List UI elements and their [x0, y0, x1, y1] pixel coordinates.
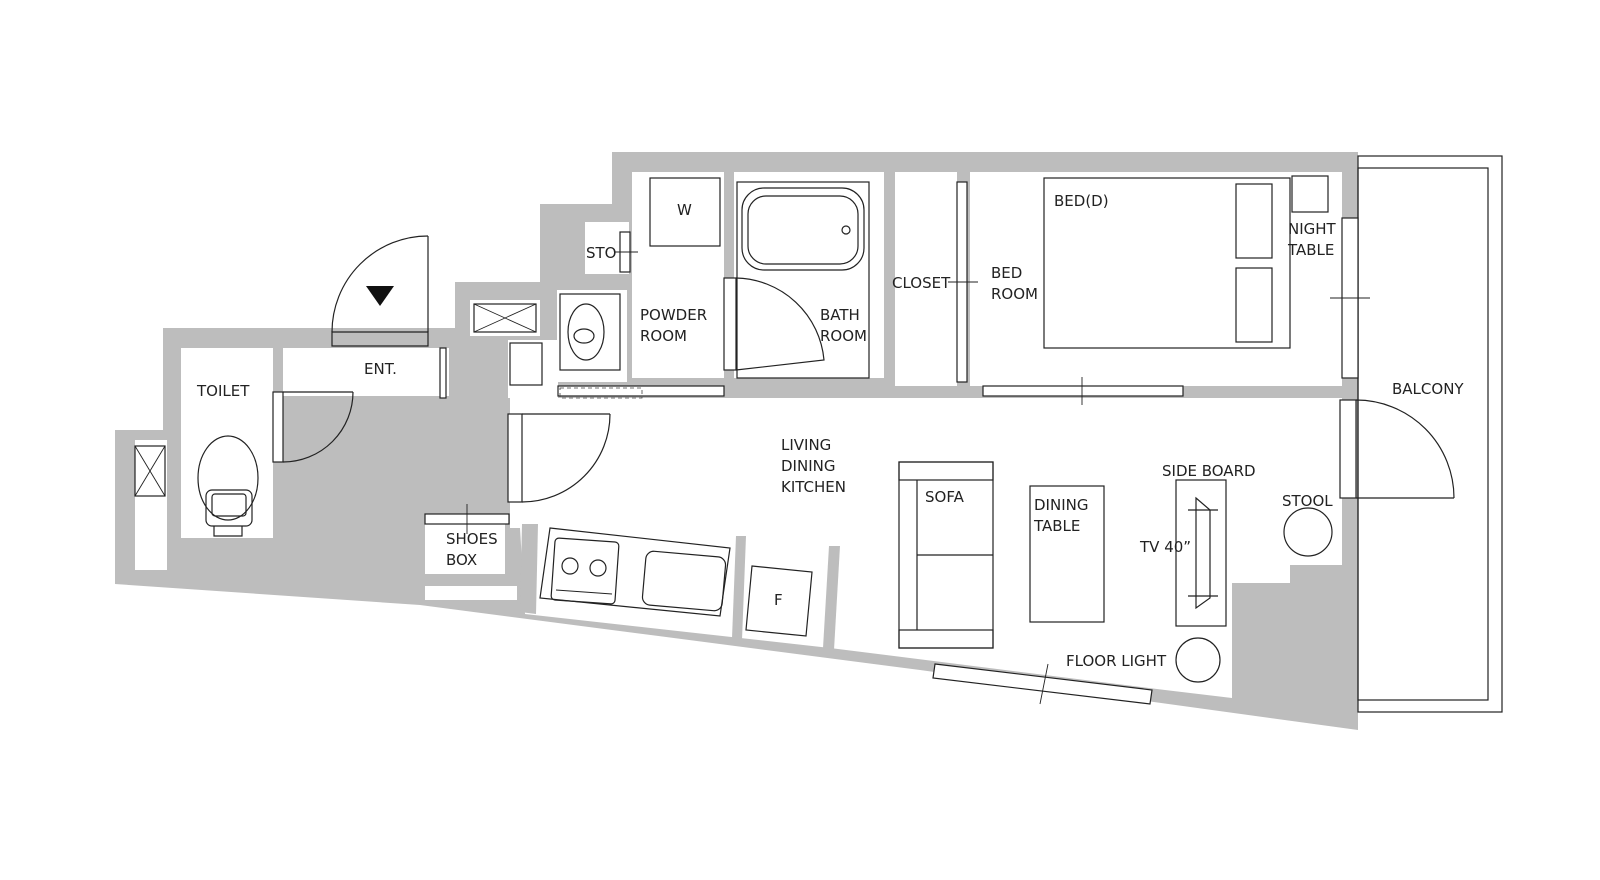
balcony-door-arc: [1355, 399, 1455, 499]
bath-door-leaf: [723, 277, 737, 371]
bath-room-label-2: ROOM: [820, 327, 867, 345]
small-box: [509, 342, 543, 386]
toilet-door-leaf: [272, 391, 284, 463]
dining-table-box: [1029, 485, 1105, 623]
washer-box: [649, 177, 721, 247]
night-table-label-1: NIGHT: [1288, 220, 1337, 238]
sink-area: [557, 290, 627, 382]
shoes-box-label-1: SHOES: [446, 530, 498, 548]
bathtub-icon: [741, 187, 865, 271]
kitchen-sink-icon: [641, 550, 727, 612]
openings: [272, 181, 1455, 705]
toilet-side-area: [135, 440, 167, 570]
kitchen-counter: [539, 527, 731, 617]
powder-room-label-1: POWDER: [640, 306, 707, 324]
pillow-bottom: [1235, 267, 1273, 343]
bath-room-label-1: BATH: [820, 306, 860, 324]
kitchen-wall-mid: [732, 536, 746, 640]
bed-label: BED(D): [1054, 192, 1109, 210]
stool-icon: [1283, 507, 1333, 557]
bed-room-label-2: ROOM: [991, 285, 1038, 303]
entrance-door-arc: [331, 235, 429, 333]
toilet-label: TOILET: [196, 382, 250, 400]
bed-room-label-1: BED: [991, 264, 1022, 282]
toilet-area: [181, 348, 273, 538]
entrance-area: [283, 348, 449, 396]
shoes-strip: [425, 586, 517, 600]
living-door-leaf: [507, 413, 523, 503]
sink-basin-icon: [567, 303, 605, 361]
stool-label: STOOL: [1282, 492, 1333, 510]
balcony: [1357, 155, 1503, 713]
living-label-3: KITCHEN: [781, 478, 846, 496]
powder-room-area: [632, 172, 724, 378]
dining-table-label-1: DINING: [1034, 496, 1088, 514]
vent-box-left: [134, 445, 166, 497]
toilet-bowl-icon: [197, 435, 259, 521]
kitchen-wall-left: [520, 524, 538, 614]
bathtub-enclosure: [736, 181, 870, 379]
tv-label: TV 40”: [1139, 538, 1191, 556]
toilet-door-arc: [282, 391, 354, 463]
labels: TOILET ENT. STO W POWDER ROOM BATH ROOM …: [196, 192, 1464, 670]
fridge-label: F: [774, 591, 783, 609]
powder-room-label-2: ROOM: [640, 327, 687, 345]
living-label-1: LIVING: [781, 436, 831, 454]
hall-area: [508, 340, 558, 398]
balcony-inner: [1357, 167, 1489, 701]
vent-box-ent: [473, 303, 537, 333]
entrance-arrow-icon: [366, 286, 394, 306]
living-door-arc: [521, 413, 611, 503]
entrance-label: ENT.: [364, 360, 397, 378]
bedroom-sliding-door: [982, 385, 1184, 397]
powder-sliding-door: [557, 385, 725, 397]
night-table-box: [1291, 175, 1329, 213]
kitchen-wall-right: [823, 546, 840, 650]
bath-door-arc: [735, 277, 825, 371]
living-label-2: DINING: [781, 457, 835, 475]
bedroom-area: [970, 172, 1342, 386]
fixtures: [134, 175, 1333, 683]
bed-outline: [1043, 177, 1291, 349]
storage-label: STO: [586, 244, 617, 262]
closet-area: [895, 172, 957, 386]
floor-light-icon: [1175, 637, 1221, 683]
shoes-box-label-2: BOX: [446, 551, 477, 569]
walls: [115, 152, 1358, 730]
living-area: [510, 398, 1342, 698]
sink-outline: [559, 293, 621, 371]
living-window: [932, 663, 1153, 705]
closet-label: CLOSET: [892, 274, 951, 292]
fridge-box: [745, 565, 813, 637]
dining-table-label-2: TABLE: [1033, 517, 1080, 535]
washer-label: W: [677, 201, 692, 219]
floor-light-label: FLOOR LIGHT: [1066, 652, 1167, 670]
balcony-label: BALCONY: [1392, 380, 1464, 398]
bath-area: [734, 172, 884, 378]
balcony-door-leaf: [1339, 399, 1357, 499]
night-table-label-2: TABLE: [1287, 241, 1334, 259]
stove-icon: [550, 537, 620, 605]
side-board-box: [1175, 479, 1227, 627]
tv-icon: [1195, 496, 1211, 610]
pillow-top: [1235, 183, 1273, 259]
sofa-label: SOFA: [925, 488, 965, 506]
toilet-tank-icon: [205, 489, 253, 527]
shoes-box-area: [425, 518, 505, 574]
side-board-label: SIDE BOARD: [1162, 462, 1256, 480]
